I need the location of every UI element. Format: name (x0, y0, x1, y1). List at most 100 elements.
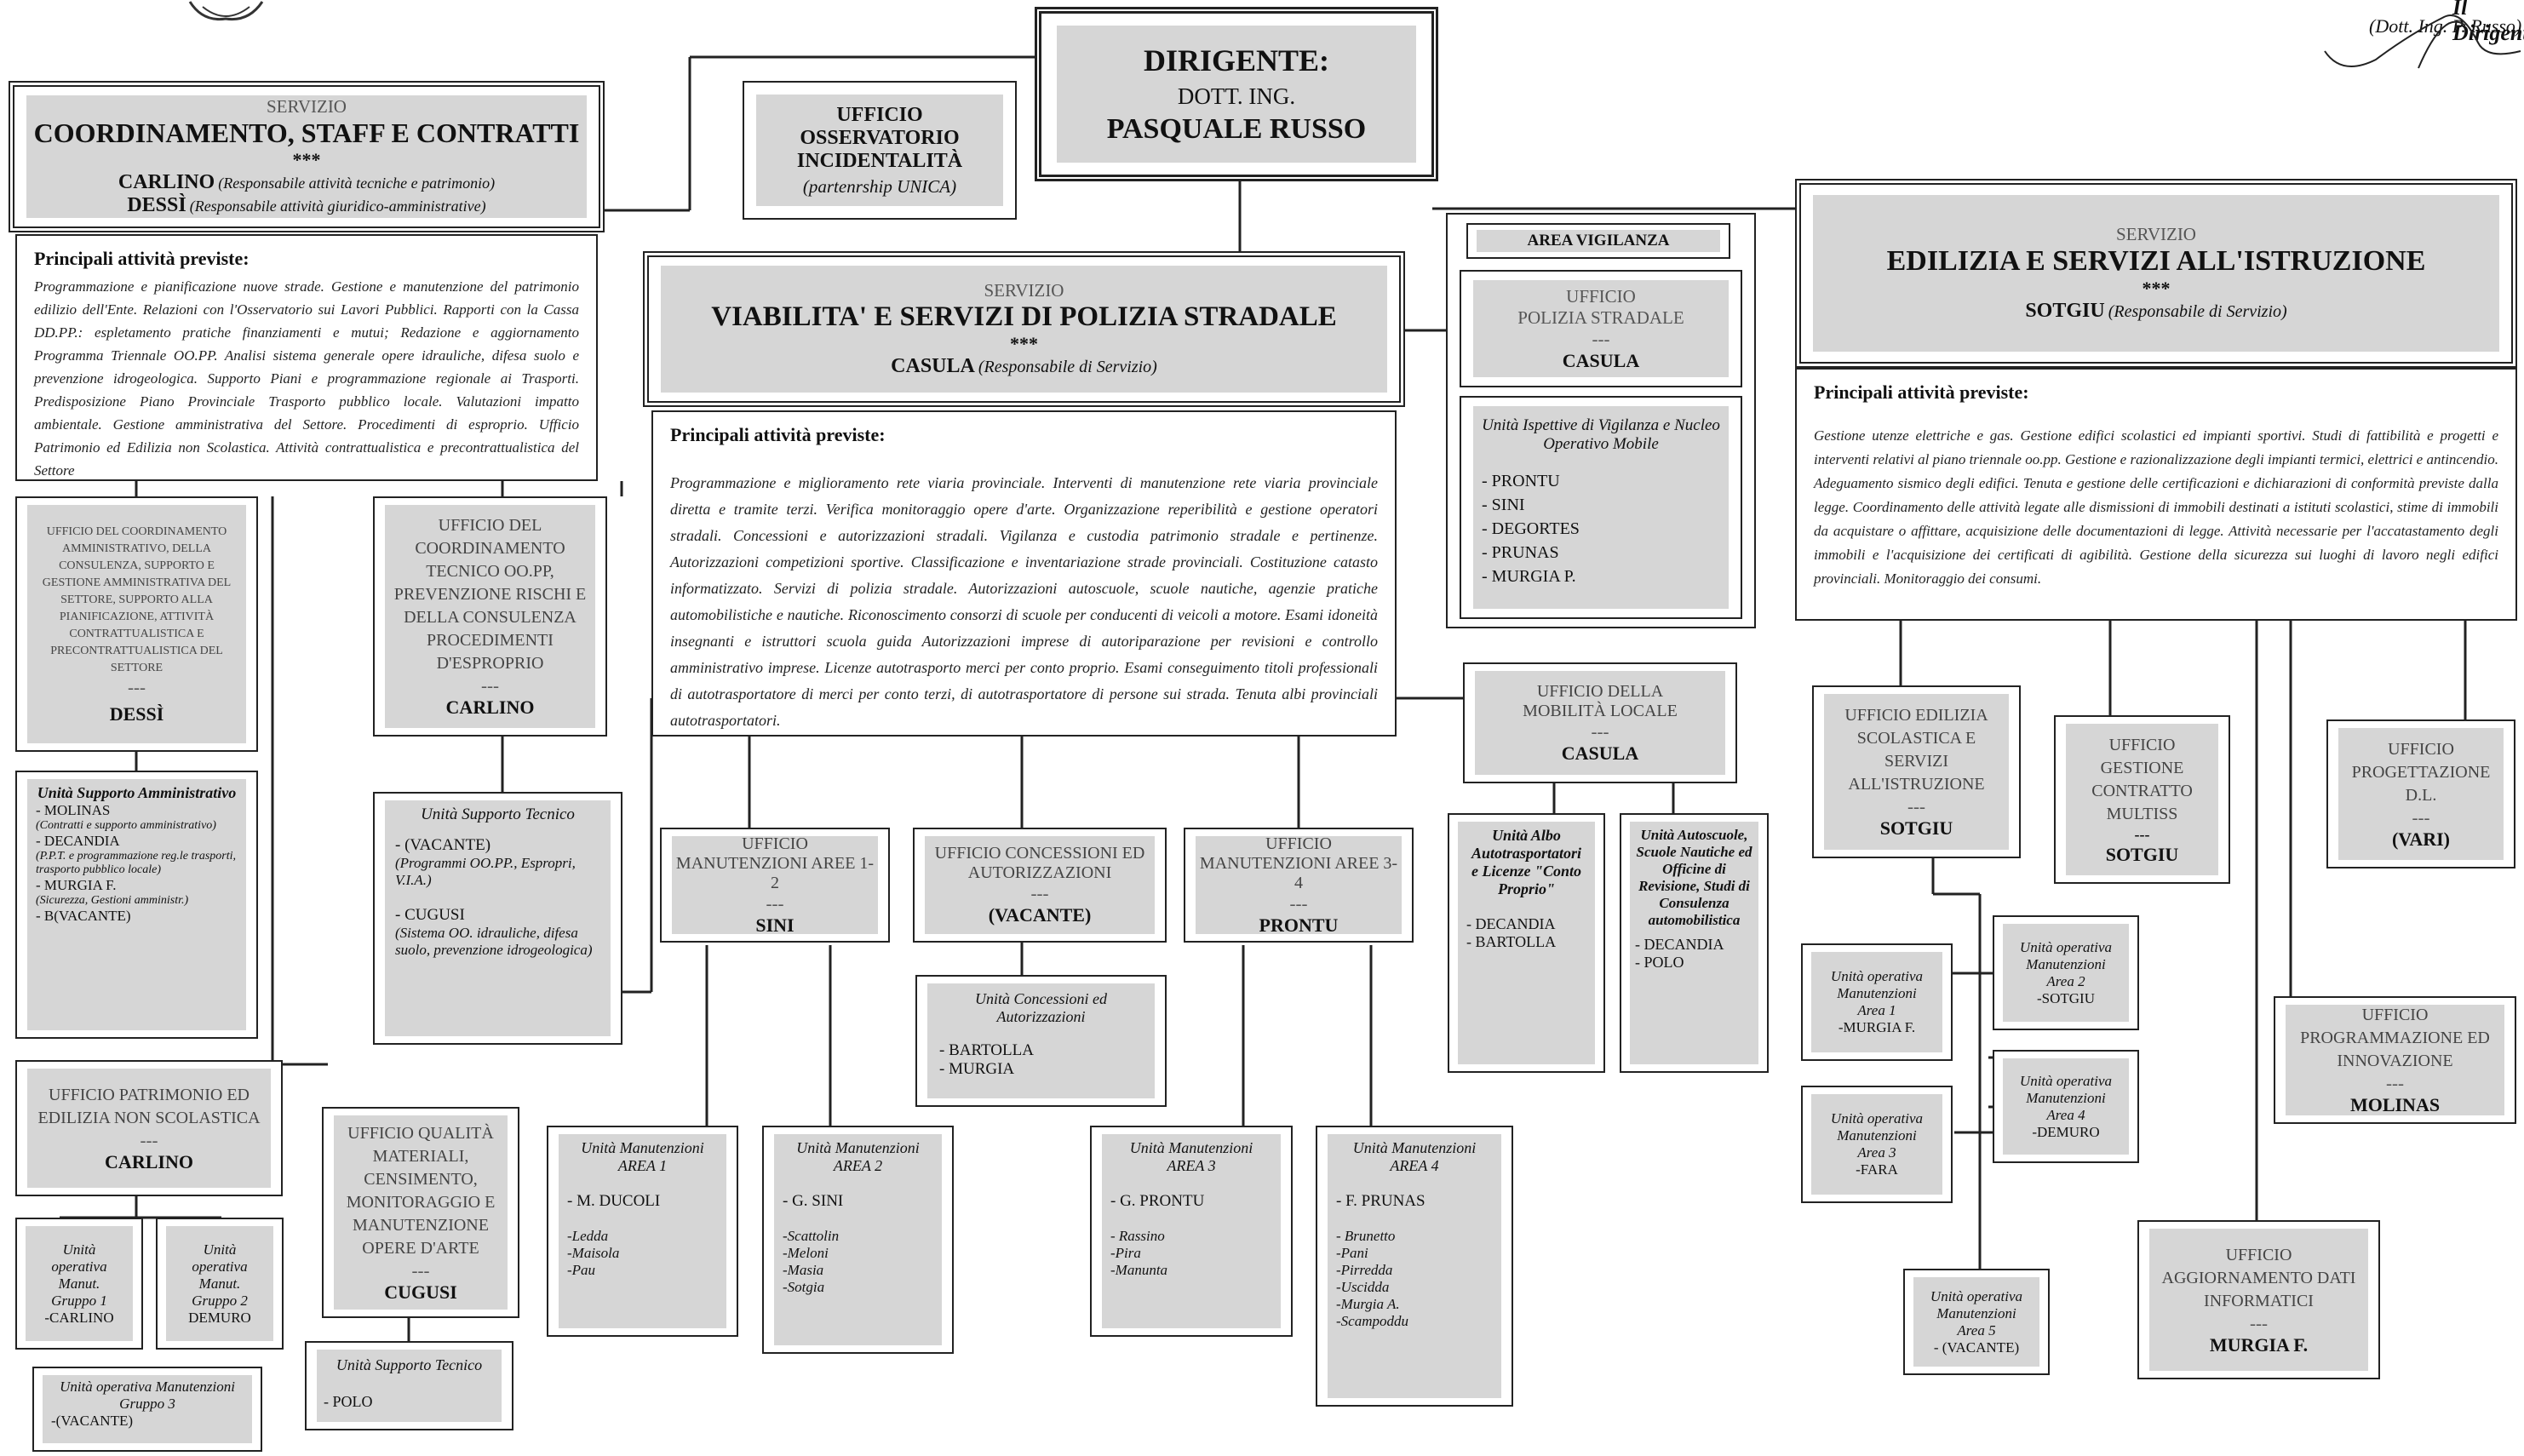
unita-albo-box: Unità Albo Autotrasportatori e Licenze "… (1448, 813, 1605, 1073)
um-a3-member: -Manunta (1110, 1262, 1168, 1278)
um-a1-member: -Maisola (567, 1245, 620, 1261)
handwritten-signature (2324, 14, 2521, 69)
u-supp-tec-line: (Programmi OO.PP., Espropri, V.I.A.) (395, 855, 576, 888)
coord-p2role: (Responsabile attività giuridico-amminis… (189, 198, 486, 215)
nucleo-title: Unità Ispettive di Vigilanza e Nucleo Op… (1482, 416, 1720, 453)
um-a2-member: -Meloni (783, 1245, 829, 1261)
ufficio-polizia-box: UFFICIO POLIZIA STRADALE --- CASULA (1460, 270, 1742, 387)
u-supp-amm-line: - MURGIA F. (36, 877, 117, 893)
um-a2-title: Unità Manutenzioni AREA 2 (796, 1139, 920, 1174)
viab-activities-heading: Principali attività previste: (670, 424, 886, 445)
servizio-edilizia-box: SERVIZIO EDILIZIA E SERVIZI ALL'ISTRUZIO… (1795, 179, 2517, 368)
uo-g1-line: Gruppo 1 (51, 1292, 107, 1309)
uo-m2-title: Unità operativa Manutenzioni Area 2 (2019, 938, 2113, 989)
u-coord-tec-name: CARLINO (445, 696, 535, 718)
u-man34-text: UFFICIO MANUTENZIONI AREE 3-4 (1199, 834, 1398, 892)
um-a2-head: - G. SINI (783, 1192, 844, 1210)
edil-activities-text: Gestione utenze elettriche e gas. Gestio… (1814, 427, 2498, 587)
uo-g2-line: operativa (192, 1258, 248, 1275)
u-albo-member: - BARTOLLA (1466, 933, 1557, 950)
um-a1-member: -Ledda (567, 1228, 609, 1244)
edil-resp-role: (Responsabile di Servizio) (2108, 302, 2287, 321)
u-supp-tec2-title: Unità Supporto Tecnico (336, 1356, 483, 1373)
u-supp-tec-line: - CUGUSI (395, 906, 465, 924)
u-man34-dash: --- (1289, 892, 1308, 914)
u-conc-name: (VACANTE) (988, 904, 1092, 926)
unita-supporto-tecnico2-box: Unità Supporto Tecnico - POLO (305, 1341, 513, 1430)
uo-g2-line: Unità (203, 1241, 237, 1258)
um-a2-member: -Scattolin (783, 1228, 840, 1244)
um-a4-member: -Scampoddu (1336, 1313, 1408, 1329)
ufficio-progettazione-box: UFFICIO PROGETTAZIONE D.L. --- (VARI) (2326, 719, 2515, 868)
um-a3-member: -Pira (1110, 1245, 1141, 1261)
u-autoscuole-member: - DECANDIA (1635, 936, 1724, 953)
nucleo-member: - SINI (1482, 496, 1525, 514)
um-a4-member: -Murgia A. (1336, 1296, 1400, 1312)
u-supp-tec2-name: - POLO (324, 1393, 373, 1410)
u-albo-title: Unità Albo Autotrasportatori e Licenze "… (1471, 827, 1582, 897)
u-man34-name: PRONTU (1259, 914, 1339, 936)
edil-kicker: SERVIZIO (2116, 224, 2196, 244)
ufficio-patrimonio-box: UFFICIO PATRIMONIO ED EDILIZIA NON SCOLA… (15, 1060, 283, 1196)
um-a4-head: - F. PRUNAS (1336, 1192, 1425, 1210)
ufficio-coord-amministrativo-box: UFFICIO DEL COORDINAMENTO AMMINISTRATIVO… (15, 496, 258, 752)
ufficio-mobilita-box: UFFICIO DELLA MOBILITÀ LOCALE --- CASULA (1463, 662, 1737, 783)
u-aggiorn-name: MURGIA F. (2209, 1333, 2309, 1356)
uo-g1-name: -CARLINO (44, 1309, 114, 1326)
um-a3-member: - Rassino (1110, 1228, 1165, 1244)
u-supp-amm-line: (P.P.T. e programmazione reg.le trasport… (36, 850, 237, 876)
ufficio-multiss-box: UFFICIO GESTIONE CONTRATTO MULTISS --- S… (2054, 715, 2230, 884)
viab-activities-text: Programmazione e miglioramento rete viar… (670, 474, 1378, 729)
nucleo-member: - PRUNAS (1482, 543, 1559, 562)
u-conc-text: UFFICIO CONCESSIONI ED AUTORIZZAZIONI (934, 844, 1145, 882)
osservatorio-note: (partenrship UNICA) (802, 175, 957, 197)
uo-m5-title: Unità operativa Manutenzioni Area 5 (1930, 1287, 2023, 1338)
u-qualita-text: UFFICIO QUALITÀ MATERIALI, CENSIMENTO, M… (346, 1123, 496, 1258)
uo-m3-title: Unità operativa Manutenzioni Area 3 (1830, 1110, 1924, 1161)
polizia-l1: UFFICIO (1566, 285, 1636, 307)
u-supp-amm-line: - MOLINAS (36, 802, 111, 818)
polizia-l2: POLIZIA STRADALE (1517, 307, 1684, 328)
u-coord-tec-dash: --- (481, 675, 499, 696)
um-area4-box: Unità Manutenzioni AREA 4 - F. PRUNAS - … (1316, 1126, 1513, 1407)
coord-p1: CARLINO (118, 171, 215, 193)
u-patrimonio-dash: --- (140, 1129, 158, 1150)
nucleo-member: - PRONTU (1482, 472, 1560, 490)
area-vigilanza-label-box: AREA VIGILANZA (1466, 223, 1730, 259)
uo-g2-name: DEMURO (188, 1309, 251, 1326)
u-edil-scol-name: SOTGIU (1879, 817, 1953, 839)
u-patrimonio-text: UFFICIO PATRIMONIO ED EDILIZIA NON SCOLA… (37, 1085, 261, 1127)
uo-m1-name: -MURGIA F. (1838, 1019, 1916, 1035)
emblem-logo (188, 1, 264, 21)
u-progr-name: MOLINAS (2349, 1094, 2441, 1115)
servizio-viabilita-box: SERVIZIO VIABILITA' E SERVIZI DI POLIZIA… (643, 251, 1405, 407)
uo-g2-line: Gruppo 2 (192, 1292, 248, 1309)
uo-man-area2-box: Unità operativa Manutenzioni Area 2 -SOT… (1993, 915, 2139, 1030)
u-conc-dash: --- (1030, 883, 1049, 903)
uo-man-area3-box: Unità operativa Manutenzioni Area 3 -FAR… (1801, 1086, 1953, 1203)
u-progett-dash: --- (2412, 806, 2430, 828)
coord-activities-heading: Principali attività previste: (34, 248, 250, 269)
viab-stars: *** (1010, 333, 1038, 354)
viab-resp-role: (Responsabile di Servizio) (978, 358, 1157, 376)
ufficio-aggiornamento-box: UFFICIO AGGIORNAMENTO DATI INFORMATICI -… (2137, 1220, 2380, 1379)
u-supp-tec-title: Unità Supporto Tecnico (421, 805, 575, 823)
u-progr-dash: --- (2386, 1073, 2404, 1093)
unita-supporto-tecnico-box: Unità Supporto Tecnico - (VACANTE) (Prog… (373, 792, 622, 1045)
u-coord-amm-name: DESSÌ (109, 702, 164, 725)
unita-supporto-amm-box: Unità Supporto Amministrativo - MOLINAS … (15, 771, 258, 1039)
u-supp-tec-line: (Sistema OO. idrauliche, difesa suolo, p… (395, 925, 593, 958)
uo-m5-name: - (VACANTE) (1933, 1338, 2020, 1356)
viab-resp: CASULA (891, 355, 975, 377)
uo-g1-line: operativa (51, 1258, 107, 1275)
um-a1-member: -Pau (567, 1262, 596, 1278)
u-mobilita-dash: --- (1591, 720, 1609, 742)
uo-m4-title: Unità operativa Manutenzioni Area 4 (2019, 1072, 2113, 1123)
uo-man-area5-box: Unità operativa Manutenzioni Area 5 - (V… (1903, 1269, 2050, 1375)
um-a3-title: Unità Manutenzioni AREA 3 (1129, 1139, 1253, 1174)
nucleo-member: - DEGORTES (1482, 519, 1580, 538)
u-conc-unit-title: Unità Concessioni ed Autorizzazioni (975, 990, 1107, 1025)
u-progett-text: UFFICIO PROGETTAZIONE D.L. (2351, 739, 2491, 805)
u-conc-unit-member: - BARTOLLA (939, 1041, 1034, 1059)
uo-m2-name: -SOTGIU (2037, 989, 2095, 1006)
